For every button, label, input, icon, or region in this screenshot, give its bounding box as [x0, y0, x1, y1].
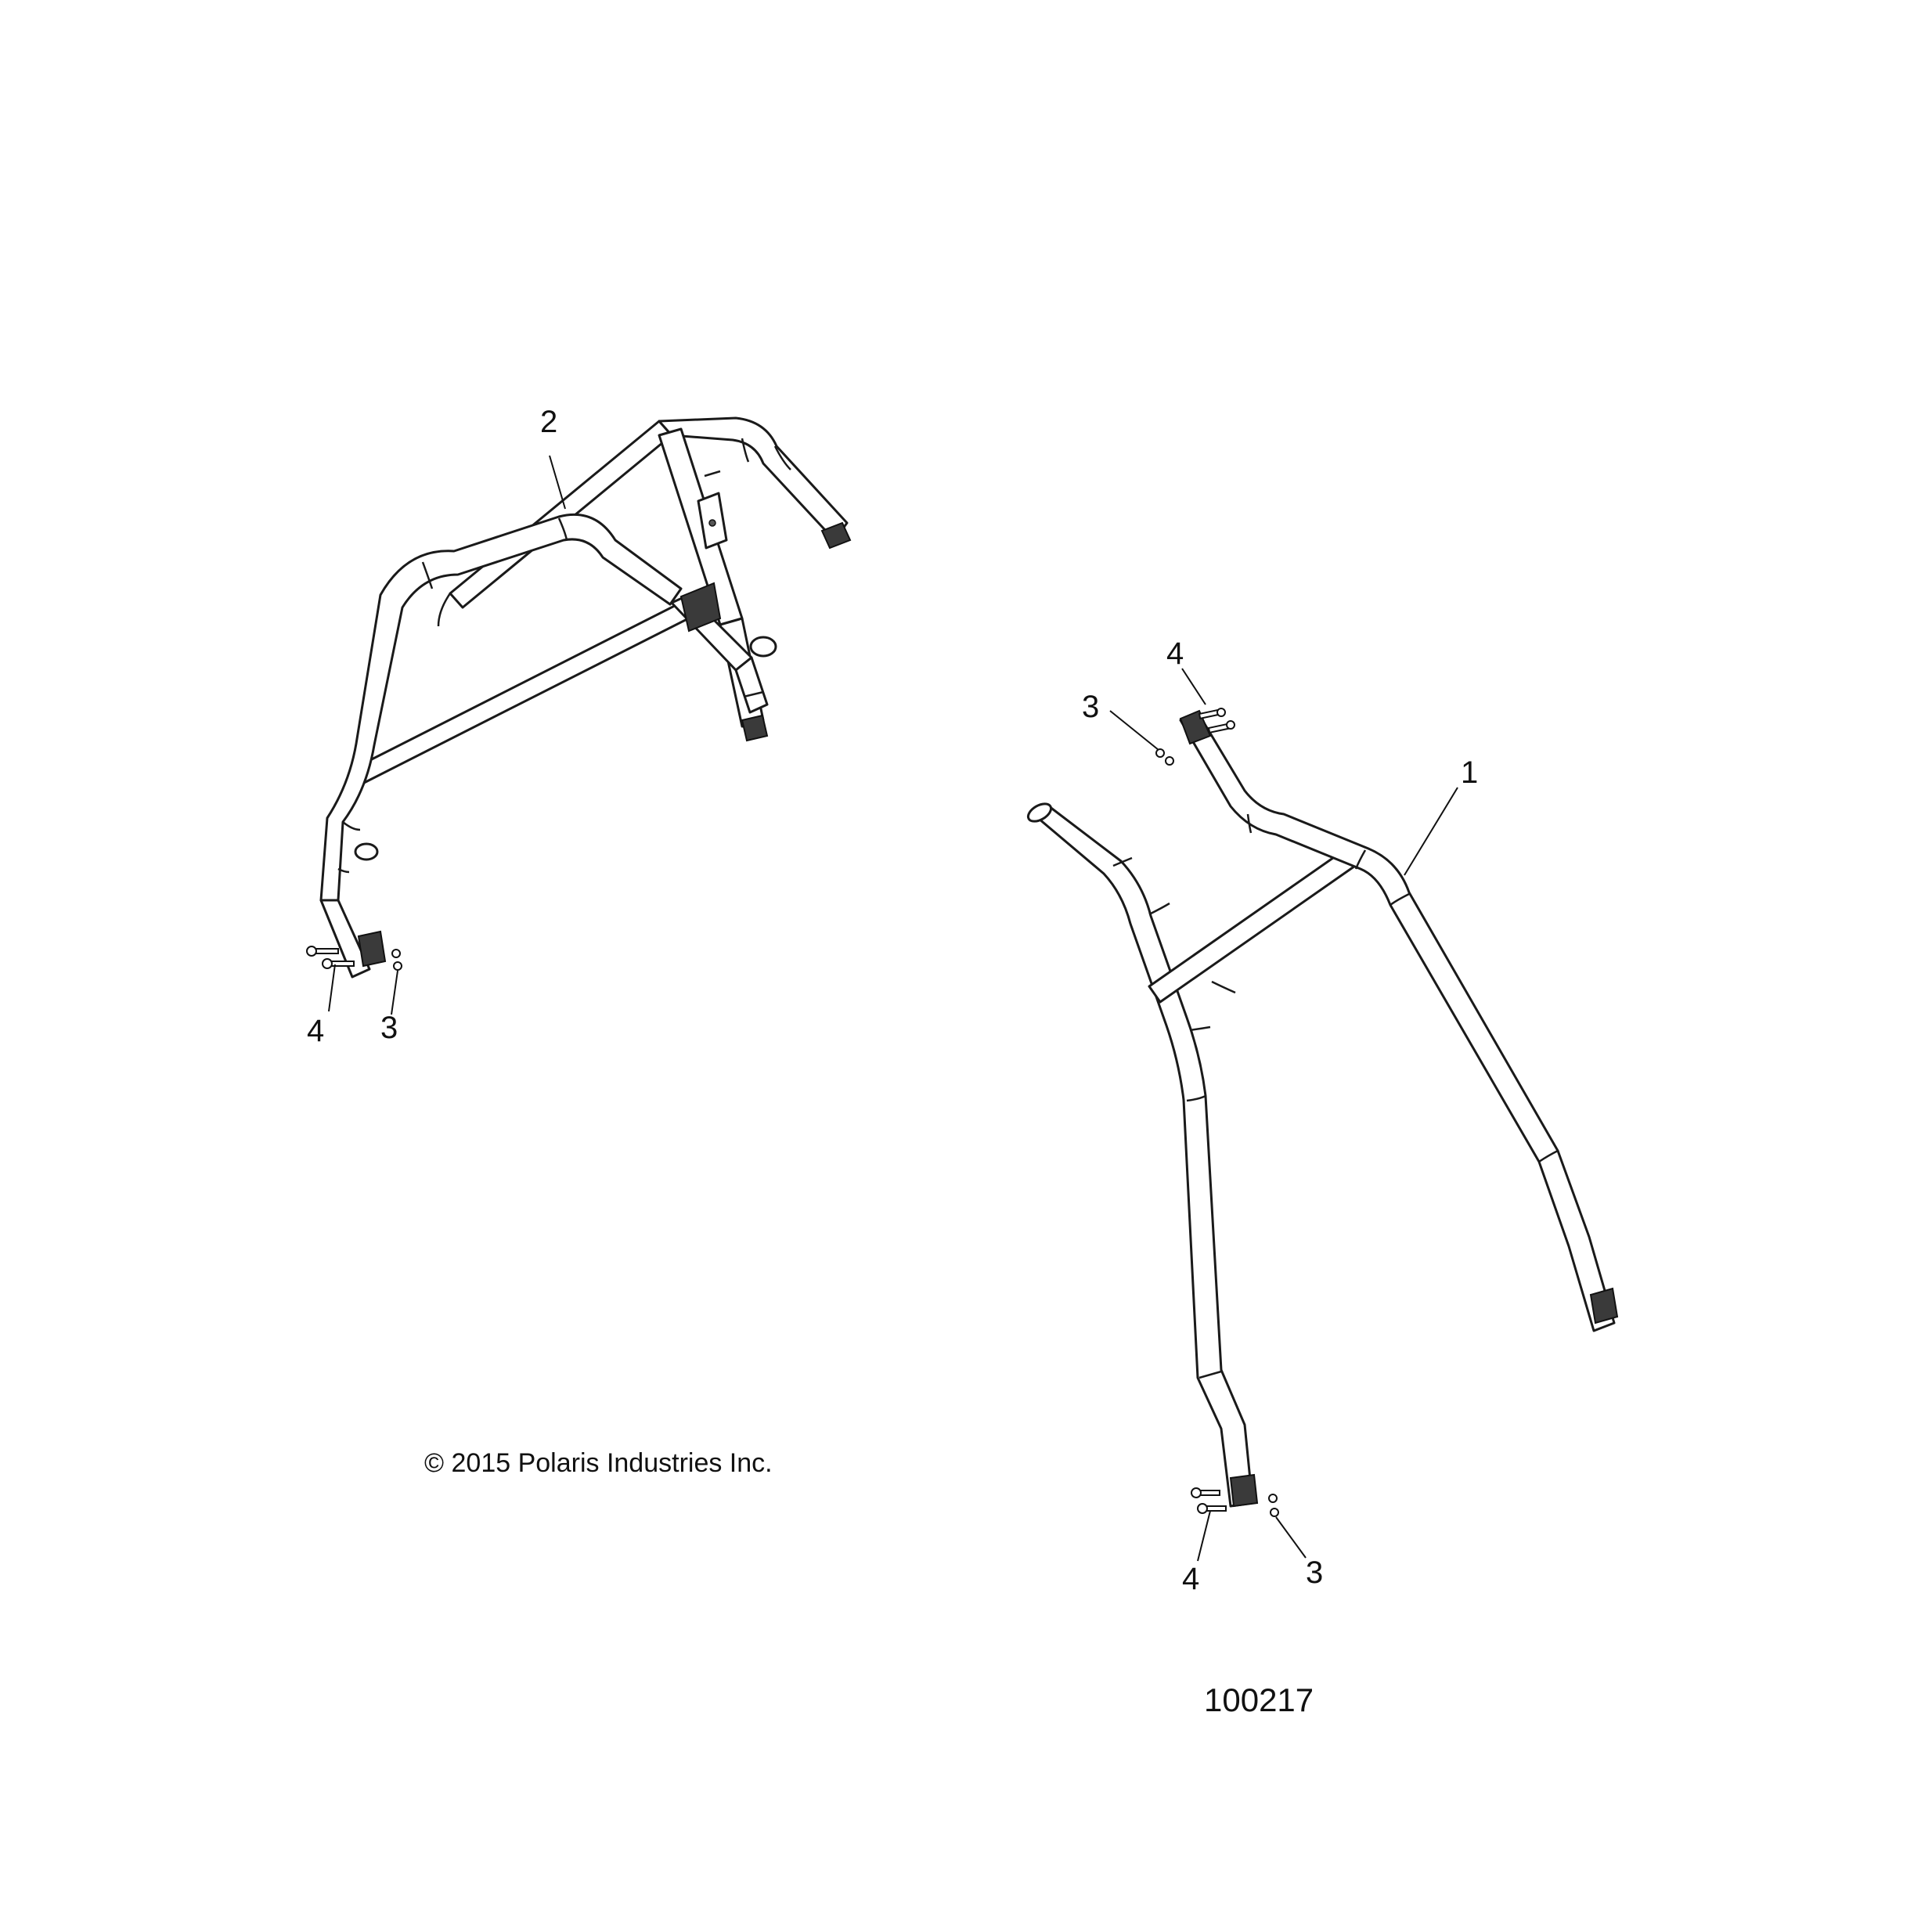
front-cage-part-1: [1026, 709, 1619, 1508]
callout-front-bottom-bolt: 4: [1182, 1562, 1199, 1596]
drawing-number: 100217: [1204, 1681, 1314, 1718]
front-bottom-nut-1-icon: [1268, 1494, 1278, 1503]
callout-part-1: 1: [1461, 755, 1478, 790]
rear-cage-part-2: [319, 416, 852, 979]
copyright-notice: © 2015 Polaris Industries Inc.: [424, 1448, 773, 1478]
rear-bolt-lower-icon: [322, 958, 355, 969]
front-top-bolt-1-icon: [1198, 708, 1226, 720]
callout-rear-bolt: 4: [307, 1014, 324, 1048]
rear-nut-upper-icon: [391, 949, 401, 958]
rear-hardware: [306, 946, 402, 971]
front-hardware: [1155, 708, 1279, 1517]
callout-front-bottom-nut: 3: [1306, 1555, 1323, 1590]
rear-bolt-upper-icon: [306, 946, 339, 957]
rear-nut-lower-icon: [393, 961, 402, 971]
leader-lines: [328, 455, 1458, 1562]
front-bottom-bolt-2-icon: [1197, 1503, 1227, 1514]
front-top-nut-1-icon: [1155, 748, 1165, 758]
callout-part-2: 2: [540, 405, 557, 439]
callout-front-top-nut: 3: [1082, 690, 1099, 724]
front-bottom-nut-2-icon: [1270, 1508, 1279, 1517]
front-top-nut-2-icon: [1165, 756, 1174, 766]
front-top-bolt-2-icon: [1207, 720, 1235, 734]
callout-rear-nut: 3: [380, 1011, 398, 1045]
callout-front-top-bolt: 4: [1166, 636, 1184, 671]
front-bottom-bolt-1-icon: [1191, 1487, 1220, 1498]
